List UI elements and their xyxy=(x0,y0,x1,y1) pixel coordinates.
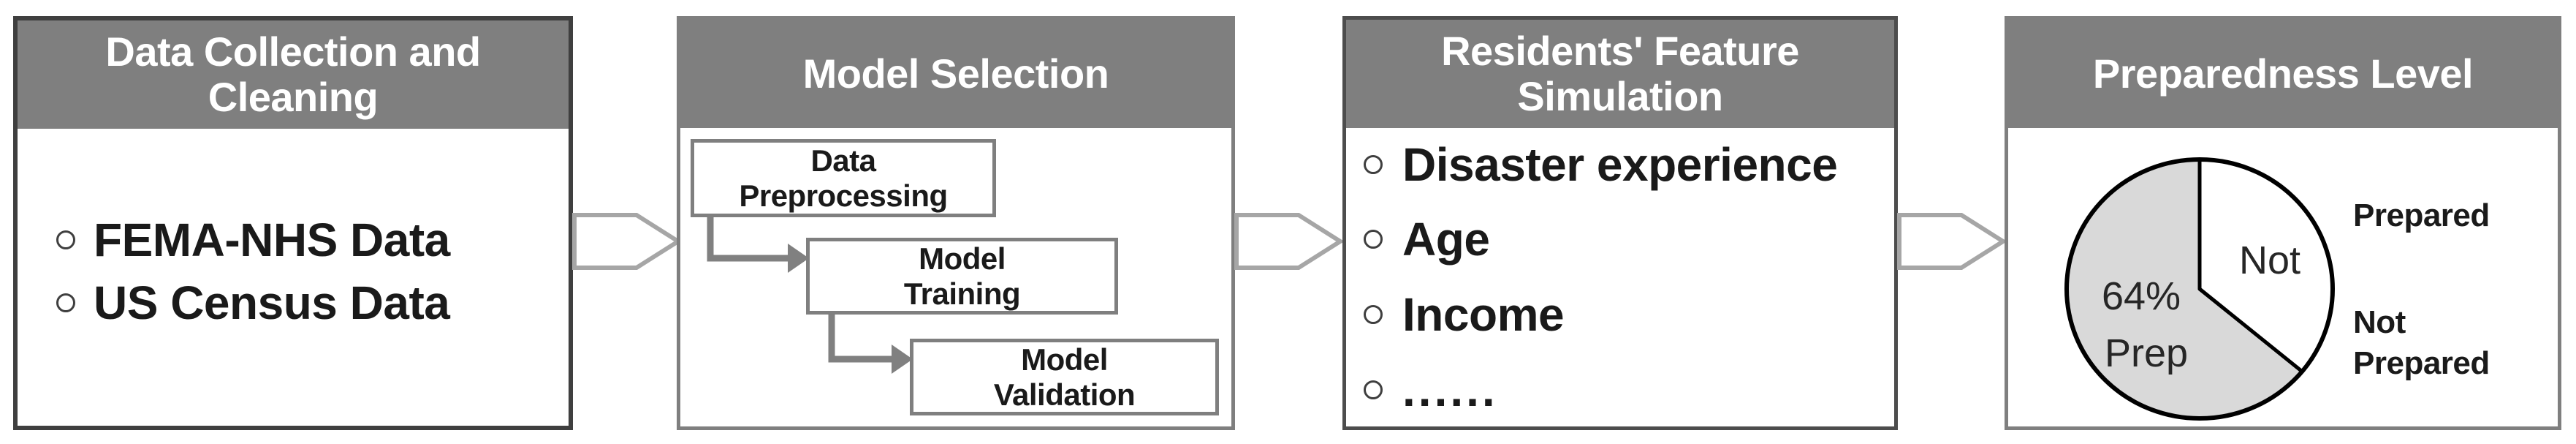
connector-arrows xyxy=(707,205,913,374)
pie-label-not: Not xyxy=(2239,238,2300,282)
flow-arrow-icon xyxy=(1897,213,2005,270)
panel-title: Data Collection and Cleaning xyxy=(105,29,481,120)
list-item-label: ...... xyxy=(1402,364,1498,416)
pie-label-percent: 64% xyxy=(2102,274,2181,318)
list-item: Income xyxy=(1364,285,1565,344)
pie-chart: 64% Prep Not xyxy=(2064,157,2335,421)
panel-model-selection-header: Model Selection xyxy=(680,20,1231,128)
panel-residents-feature-simulation: Residents' Feature Simulation Disaster e… xyxy=(1342,16,1898,430)
process-box-model-training: Model Training xyxy=(806,238,1118,315)
panel-preparedness-header: Preparedness Level xyxy=(2008,20,2558,128)
panel-data-collection-header: Data Collection and Cleaning xyxy=(18,20,569,129)
list-item: Disaster experience xyxy=(1364,135,1838,194)
list-item-label: Income xyxy=(1402,288,1565,341)
elbow-connector-icon xyxy=(707,205,788,262)
process-box-model-validation: Model Validation xyxy=(910,339,1219,415)
pie-outline xyxy=(2064,157,2335,421)
panel-data-collection: Data Collection and Cleaning FEMA-NHS Da… xyxy=(13,16,573,430)
panel-title: Model Selection xyxy=(802,50,1109,97)
legend-label-prepared: Prepared xyxy=(2353,197,2490,233)
bullet-circle-icon xyxy=(1364,305,1383,324)
list-item: US Census Data xyxy=(56,274,450,332)
panel-model-selection: Model Selection Data Preprocessing Model… xyxy=(677,16,1235,430)
arrowhead-icon xyxy=(892,345,913,374)
list-item: FEMA-NHS Data xyxy=(56,211,450,269)
flow-arrow-icon xyxy=(572,213,680,270)
list-item-label: US Census Data xyxy=(94,276,450,329)
list-item-label: Disaster experience xyxy=(1402,138,1838,191)
bullet-circle-icon xyxy=(1364,380,1383,399)
panel-residents-feature-header: Residents' Feature Simulation xyxy=(1346,20,1894,128)
process-box-data-preprocessing: Data Preprocessing xyxy=(691,139,996,217)
list-item: Age xyxy=(1364,210,1490,268)
list-item-label: FEMA-NHS Data xyxy=(94,214,450,266)
bullet-circle-icon xyxy=(56,230,75,249)
process-box-label: Model Validation xyxy=(993,342,1136,412)
flow-arrow-icon xyxy=(1234,213,1342,270)
arrowhead-icon xyxy=(788,244,809,273)
panel-preparedness-level: Preparedness Level 64% Prep Not Prepared… xyxy=(2005,16,2561,430)
legend-label-not-prepared: Not Prepared xyxy=(2353,304,2490,381)
list-item: ...... xyxy=(1364,361,1498,419)
elbow-connector-icon xyxy=(828,302,892,363)
process-box-label: Data Preprocessing xyxy=(739,143,948,213)
panel-title: Residents' Feature Simulation xyxy=(1441,28,1799,119)
process-box-label: Model Training xyxy=(903,241,1021,311)
bullet-circle-icon xyxy=(56,293,75,312)
bullet-circle-icon xyxy=(1364,155,1383,174)
bullet-circle-icon xyxy=(1364,230,1383,249)
list-item-label: Age xyxy=(1402,213,1490,266)
panel-title: Preparedness Level xyxy=(2092,50,2474,97)
pie-label-prep: Prep xyxy=(2105,331,2188,375)
